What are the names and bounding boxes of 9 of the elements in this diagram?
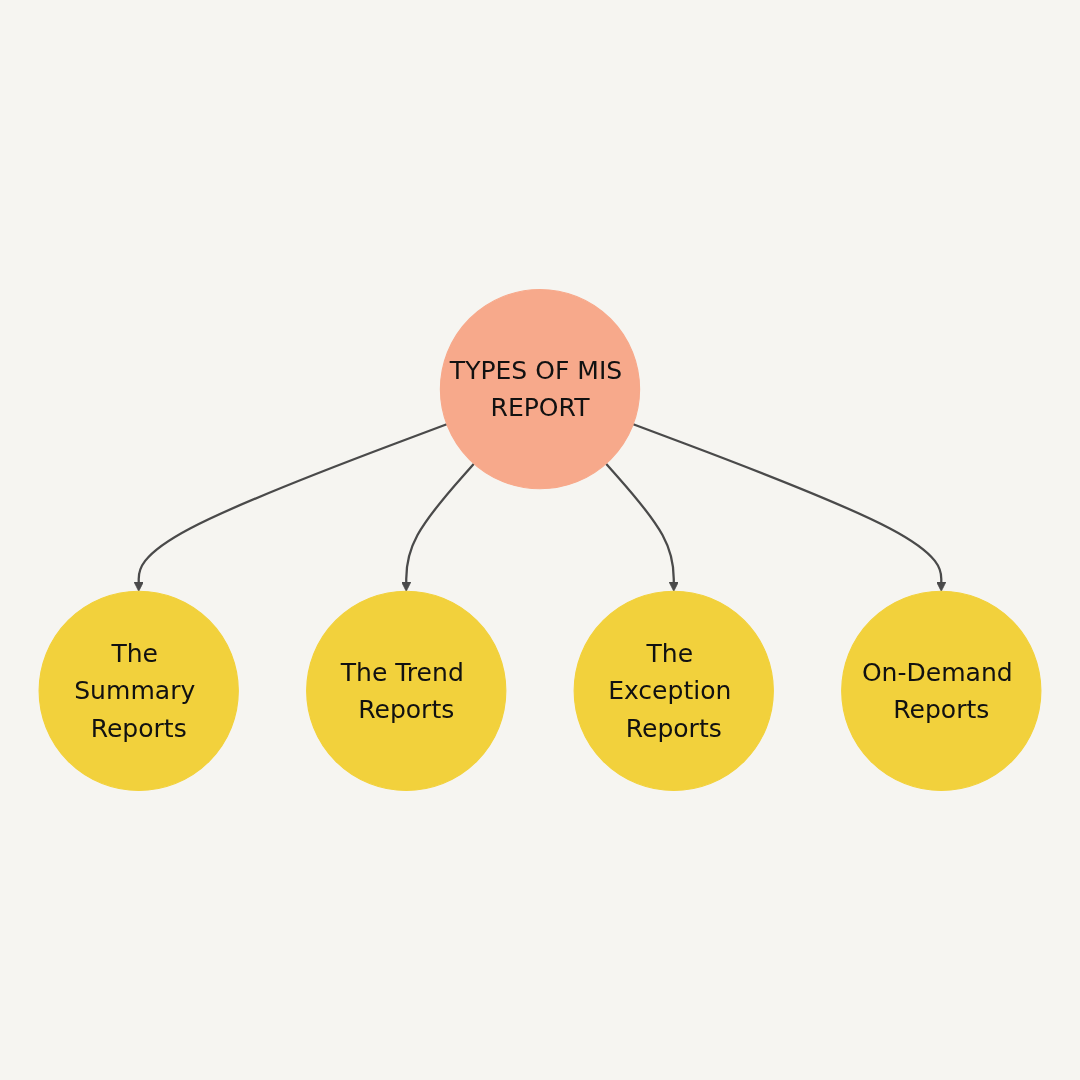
node-circle: The Trend Reports <box>306 590 507 792</box>
node-circle: TYPES OF MIS REPORT <box>439 289 641 490</box>
arrow <box>605 462 679 592</box>
node-circle: The Summary Reports <box>38 590 239 792</box>
arrow <box>632 423 947 592</box>
arrow <box>401 462 475 592</box>
arrow <box>133 423 448 592</box>
node-circle: The Exception Reports <box>573 590 774 792</box>
node-circle: On-Demand Reports <box>841 590 1042 792</box>
